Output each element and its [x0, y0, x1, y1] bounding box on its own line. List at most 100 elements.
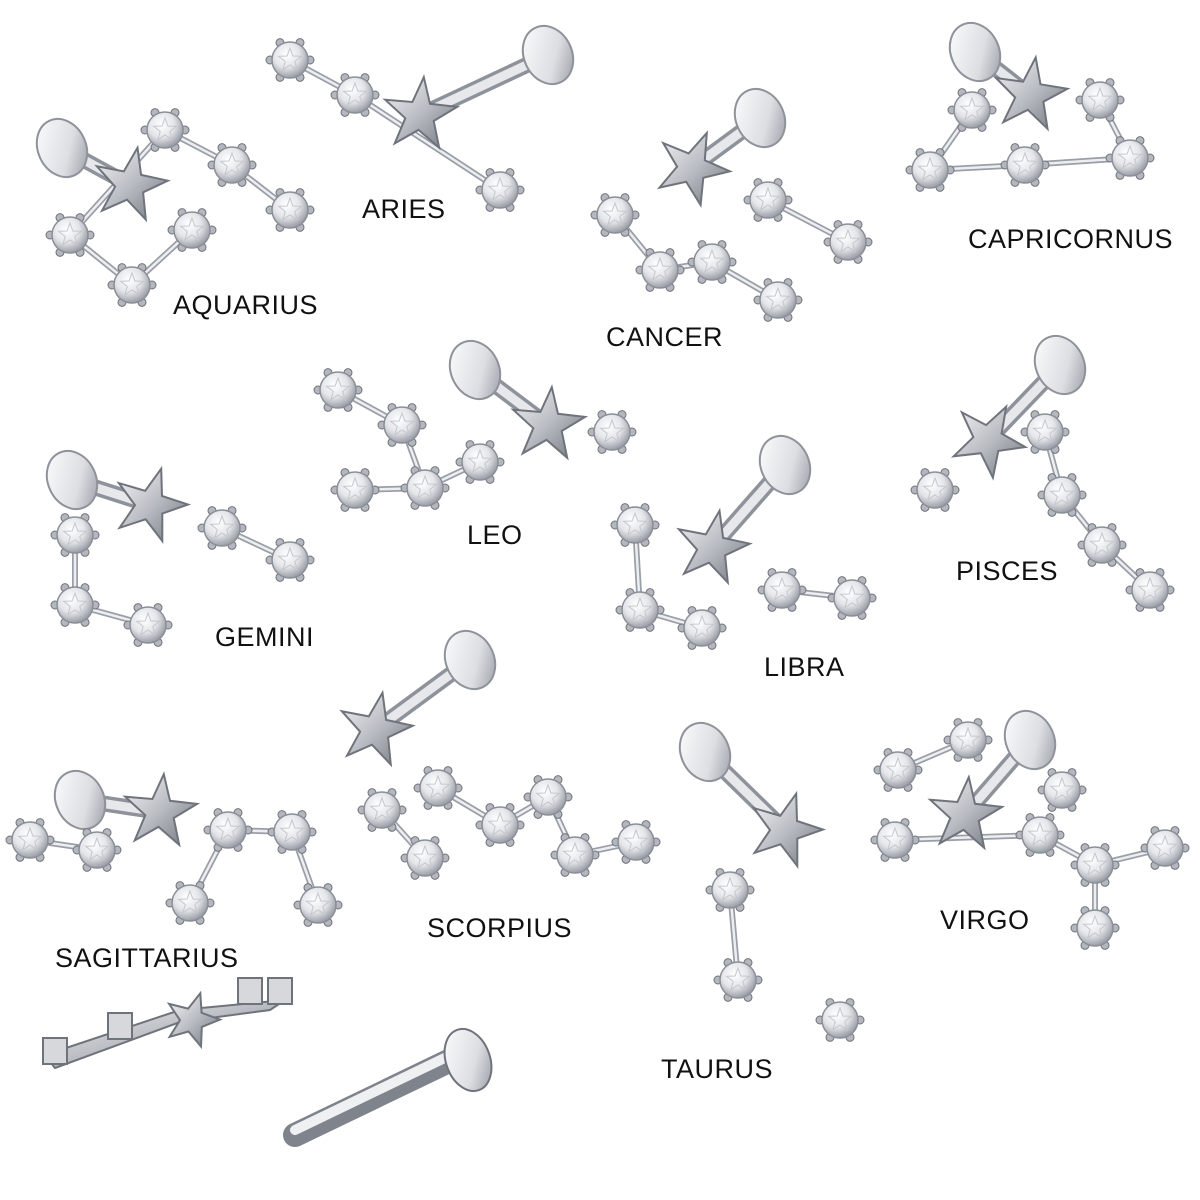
gem-icon: [610, 503, 660, 547]
gem-icon: [587, 410, 637, 454]
gem-icon: [550, 833, 600, 877]
star-icon: [166, 990, 223, 1050]
gem-icon: [1077, 523, 1127, 567]
virgo-label: VIRGO: [940, 905, 1030, 935]
pisces-piece: [910, 334, 1175, 612]
gem-icon: [400, 466, 450, 510]
gem-icon: [313, 368, 363, 412]
empty-setting: [107, 1012, 133, 1040]
gem-icon: [815, 998, 865, 1042]
aries-piece: [265, 24, 575, 212]
gem-icon: [5, 818, 55, 862]
aquarius-piece: [35, 108, 315, 307]
gem-icon: [1070, 906, 1120, 950]
gem-icon: [400, 836, 450, 880]
gem-icon: [611, 820, 661, 864]
gem-icon: [827, 576, 877, 620]
gem-icon: [475, 803, 525, 847]
gemini-label: GEMINI: [215, 622, 315, 652]
gem-icon: [1070, 843, 1120, 887]
gem-icon: [455, 440, 505, 484]
gem-icon: [677, 606, 727, 650]
labret-post: [283, 1028, 493, 1147]
empty-setting: [237, 977, 263, 1005]
gem-icon: [330, 73, 380, 117]
scorpius-piece: [339, 629, 661, 880]
libra-piece: [610, 434, 877, 650]
gem-icon: [947, 88, 997, 132]
gem-icon: [1000, 143, 1050, 187]
loose-constellation-bar: [42, 977, 293, 1070]
cancer-piece: [590, 87, 873, 322]
gem-icon: [50, 513, 100, 557]
flat-disc: [443, 629, 497, 691]
star-icon: [510, 384, 589, 461]
gem-icon: [943, 718, 993, 762]
gem-icon: [757, 568, 807, 612]
gem-icon: [910, 468, 960, 512]
star-icon: [94, 144, 171, 223]
gem-icon: [753, 278, 803, 322]
gem-icon: [1037, 473, 1087, 517]
empty-setting: [42, 1037, 68, 1065]
flat-disc: [1033, 334, 1087, 396]
gem-icon: [293, 883, 343, 927]
taurus-piece: [678, 721, 865, 1042]
star-icon: [656, 130, 734, 209]
flat-disc: [758, 434, 812, 496]
gem-icon: [140, 108, 190, 152]
gem-icon: [1140, 826, 1190, 870]
flat-disc: [45, 449, 99, 511]
star-icon: [382, 74, 461, 151]
gem-icon: [167, 208, 217, 252]
gem-icon: [197, 506, 247, 550]
sagittarius-label: SAGITTARIUS: [55, 943, 239, 973]
gem-icon: [1105, 136, 1155, 180]
gem-icon: [823, 220, 873, 264]
flat-disc: [678, 721, 732, 783]
gem-icon: [357, 788, 407, 832]
gem-icon: [377, 403, 427, 447]
star-icon: [116, 465, 192, 544]
gem-icon: [1015, 813, 1065, 857]
gem-icon: [413, 766, 463, 810]
gem-icon: [50, 583, 100, 627]
gem-icon: [45, 213, 95, 257]
gem-icon: [1125, 568, 1175, 612]
leo-piece: [313, 339, 637, 512]
star-icon: [993, 54, 1071, 132]
star-icon: [927, 774, 1006, 851]
flat-disc: [733, 87, 787, 149]
gem-icon: [265, 538, 315, 582]
star-icon: [751, 790, 827, 869]
star-icon: [950, 403, 1029, 481]
star-icon: [339, 689, 416, 768]
gem-icon: [870, 818, 920, 862]
libra-label: LIBRA: [764, 652, 845, 682]
flat-disc: [448, 339, 502, 401]
gem-icon: [107, 263, 157, 307]
flat-disc: [948, 21, 1002, 83]
gem-icon: [265, 188, 315, 232]
sagittarius-piece: [5, 769, 343, 927]
capricornus-piece: [905, 21, 1155, 192]
gem-icon: [72, 828, 122, 872]
gem-icon: [267, 810, 317, 854]
gem-icon: [705, 868, 755, 912]
flat-disc: [35, 117, 89, 179]
gem-icon: [1020, 410, 1070, 454]
star-icon: [122, 771, 201, 848]
star-icon: [676, 507, 753, 586]
taurus-label: TAURUS: [661, 1054, 774, 1084]
gem-icon: [1037, 768, 1087, 812]
gem-icon: [123, 603, 173, 647]
gem-icon: [873, 748, 923, 792]
pisces-label: PISCES: [956, 556, 1059, 586]
gem-icon: [687, 240, 737, 284]
aquarius-label: AQUARIUS: [173, 290, 319, 320]
gem-icon: [615, 588, 665, 632]
gem-icon: [203, 808, 253, 852]
gem-icon: [165, 881, 215, 925]
flat-disc: [443, 1028, 493, 1092]
gem-icon: [743, 178, 793, 222]
